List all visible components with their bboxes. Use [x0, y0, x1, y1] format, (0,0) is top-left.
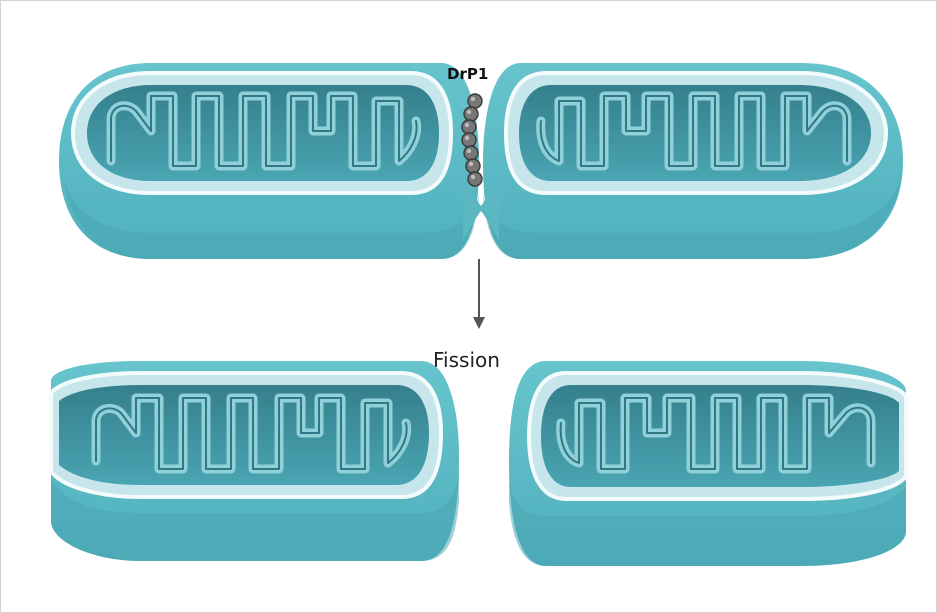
- mitochondrion-dividing-left: [59, 63, 479, 259]
- mitochondrion-daughter-left: [51, 361, 459, 561]
- drp1-bead-highlight: [467, 110, 471, 114]
- fission-label: Fission: [433, 348, 500, 372]
- drp1-bead: [466, 159, 480, 173]
- drp1-bead-highlight: [471, 97, 475, 101]
- drp1-bead: [462, 120, 476, 134]
- fission-arrow: [473, 259, 485, 329]
- mitochondrion-daughter-right: [509, 361, 906, 566]
- drp1-bead: [462, 133, 476, 147]
- drp1-bead: [464, 146, 478, 160]
- mitochondrion-dividing-right: [483, 63, 903, 259]
- drp1-bead: [468, 94, 482, 108]
- drp1-bead: [468, 172, 482, 186]
- drp1-bead-highlight: [465, 123, 469, 127]
- drp1-label: DrP1: [447, 65, 488, 83]
- drp1-bead: [464, 107, 478, 121]
- drp1-bead-highlight: [465, 136, 469, 140]
- drp1-bead-highlight: [469, 162, 473, 166]
- drp1-bead-highlight: [471, 175, 475, 179]
- drp1-bead-highlight: [467, 149, 471, 153]
